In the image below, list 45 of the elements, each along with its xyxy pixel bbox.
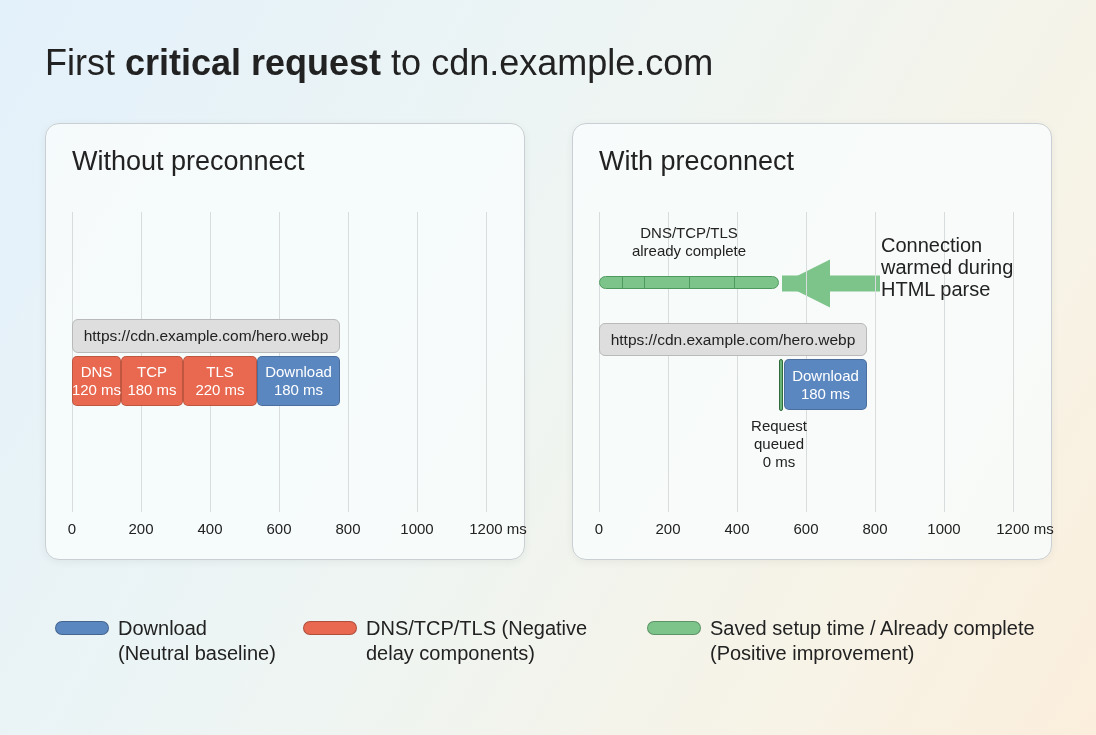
legend-text: Download (Neutral baseline): [118, 616, 277, 666]
bar-caption: DNS/TCP/TLS already complete: [630, 224, 748, 260]
arrow: [782, 259, 880, 308]
chart-panel: [45, 123, 525, 560]
bar-caption: Request queued 0 ms: [750, 417, 808, 471]
axis-tick-label: 200: [128, 520, 154, 537]
queued-marker: [779, 359, 783, 411]
phase-label: Download: [265, 363, 332, 381]
chart-panel: [572, 123, 1052, 560]
axis-tick-label: 400: [724, 520, 750, 537]
legend-text: Saved setup time / Already complete (Positive improvement): [710, 616, 1036, 666]
timing-bar: [183, 356, 257, 406]
phase-label: TLS: [206, 363, 234, 381]
timing-bar: [257, 356, 340, 406]
phase-label: Download: [792, 366, 859, 385]
title: First critical request to cdn.example.com: [45, 42, 714, 84]
url-bar: https://cdn.example.com/hero.webp: [72, 319, 340, 353]
phase-label: TCP: [137, 363, 167, 381]
url-bar: https://cdn.example.com/hero.webp: [599, 323, 867, 356]
axis-tick-label: 800: [862, 520, 888, 537]
axis-tick-label: 800: [335, 520, 361, 537]
axis-tick-label: 0: [67, 520, 77, 537]
axis-tick-label: 1200 ms: [469, 520, 527, 537]
duration-label: 220 ms: [195, 381, 245, 399]
timing-bar: [784, 359, 867, 410]
duration-label: 180 ms: [273, 381, 324, 399]
axis-tick-label: 400: [197, 520, 223, 537]
axis-tick-label: 200: [655, 520, 681, 537]
axis-tick-label: 600: [266, 520, 292, 537]
setup-bar: [599, 276, 779, 289]
duration-label: 180 ms: [127, 381, 177, 399]
axis-tick-label: 1000: [400, 520, 434, 537]
timing-bar: [121, 356, 183, 406]
phase-label: DNS: [80, 363, 113, 381]
axis-tick-label: 1000: [927, 520, 961, 537]
duration-label: 120 ms: [71, 381, 122, 399]
axis-tick-label: 600: [793, 520, 819, 537]
panel-heading: Without preconnect: [72, 146, 305, 177]
timing-bar: [72, 356, 121, 406]
legend-text: DNS/TCP/TLS (Negative delay components): [366, 616, 589, 666]
axis-tick-label: 1200 ms: [996, 520, 1054, 537]
axis-tick-label: 0: [594, 520, 604, 537]
panel-heading: With preconnect: [599, 146, 795, 177]
duration-label: 180 ms: [800, 384, 851, 403]
annotation-text: Connection warmed during HTML parse: [881, 234, 1041, 300]
